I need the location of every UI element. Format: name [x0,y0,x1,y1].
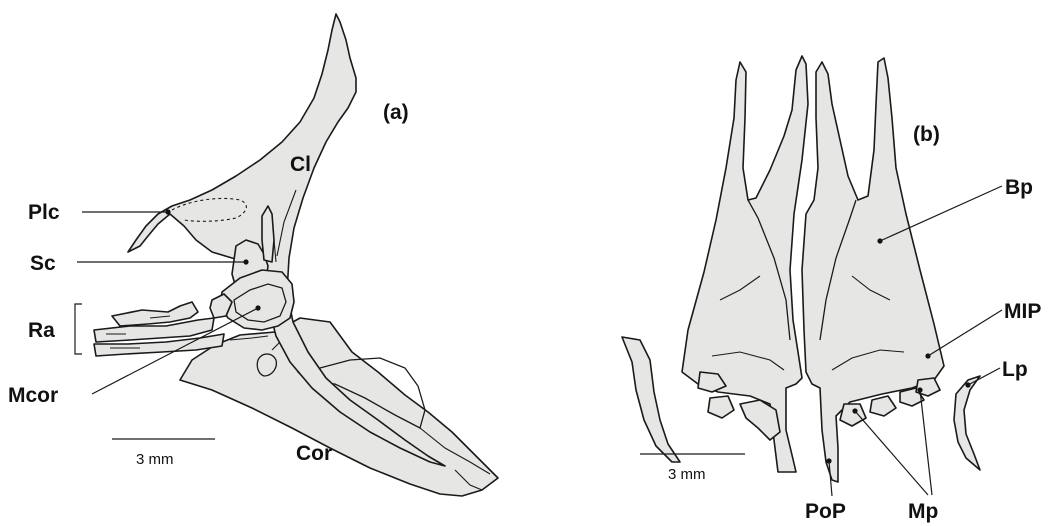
mp-leader-2 [920,390,932,495]
label-lp: Lp [1002,358,1028,381]
label-pop: PoP [805,500,846,523]
panel-a-label: (a) [383,101,409,124]
mp-leader-1 [855,411,928,495]
scale-bar-b-label: 3 mm [668,466,706,483]
panel-b: (b) Bp MIP Lp PoP Mp 3 mm [622,56,1041,523]
lp-leader [968,368,1000,385]
label-mip: MIP [1004,300,1041,323]
label-cor: Cor [296,442,332,465]
label-bp: Bp [1005,176,1033,199]
ra-bracket [75,304,82,354]
label-cl: Cl [290,153,311,176]
medial-plate-right-2 [870,396,896,416]
medial-plate-right-1 [840,404,866,426]
label-ra: Ra [28,319,55,342]
label-mp: Mp [908,500,938,523]
label-sc: Sc [30,252,56,275]
lateral-process-left [622,337,680,462]
panel-b-label: (b) [913,123,940,146]
label-plc: Plc [28,201,60,224]
label-mcor: Mcor [8,384,58,407]
mip-leader [928,310,1002,356]
panel-a: Cl Plc Sc Ra Mcor Cor (a) 3 mm [8,14,498,496]
scale-bar-a-label: 3 mm [136,451,174,468]
lateral-process-right [954,376,980,470]
medial-plate-right-4 [916,378,940,396]
medial-plate-left-2 [708,396,734,418]
